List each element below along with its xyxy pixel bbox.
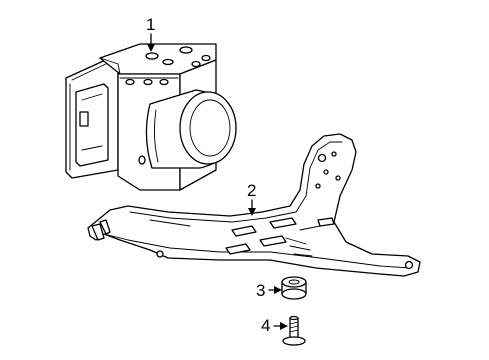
callout-2: 2: [247, 181, 256, 216]
callout-4: 4: [261, 316, 288, 335]
callout-3: 3: [256, 281, 282, 300]
bracket-hole: [315, 183, 321, 189]
bracket-hole: [335, 175, 341, 181]
mount-hole: [138, 155, 146, 165]
brake-port: [162, 58, 174, 66]
brake-port: [159, 78, 169, 86]
brake-port: [143, 78, 153, 86]
bracket-slot: [225, 243, 251, 255]
callout-number: 1: [146, 15, 155, 34]
bracket-slot: [269, 217, 297, 229]
bracket-hole: [317, 153, 327, 163]
callout-number: 2: [247, 181, 256, 200]
bracket-tab: [99, 219, 111, 235]
callout-number: 3: [256, 281, 265, 300]
brake-port: [125, 78, 135, 86]
brake-port: [191, 60, 201, 68]
bracket-hole: [323, 169, 329, 175]
arrow-head: [248, 208, 256, 216]
bracket-slot: [317, 217, 335, 227]
callout-1: 1: [146, 15, 155, 52]
bracket-hole: [404, 260, 414, 270]
mounting-bracket: [87, 133, 421, 277]
arrow-head: [147, 44, 155, 52]
arrow-head: [280, 322, 288, 330]
callout-number: 4: [261, 316, 270, 335]
connector-latch: [79, 111, 89, 127]
brake-port: [201, 54, 211, 62]
arrow-head: [274, 286, 282, 294]
brake-port: [179, 46, 193, 54]
abs-modulator: [65, 43, 237, 191]
pump-motor-cap: [179, 91, 237, 165]
bracket-hole: [331, 151, 337, 157]
bracket-slot: [259, 235, 287, 247]
insulator: [281, 276, 307, 300]
bracket-tab: [91, 223, 105, 241]
connector-plug: [75, 83, 109, 167]
brake-port: [145, 52, 159, 60]
bracket-hole: [156, 250, 164, 258]
bolt: [282, 315, 306, 346]
bracket-slot: [231, 225, 257, 237]
